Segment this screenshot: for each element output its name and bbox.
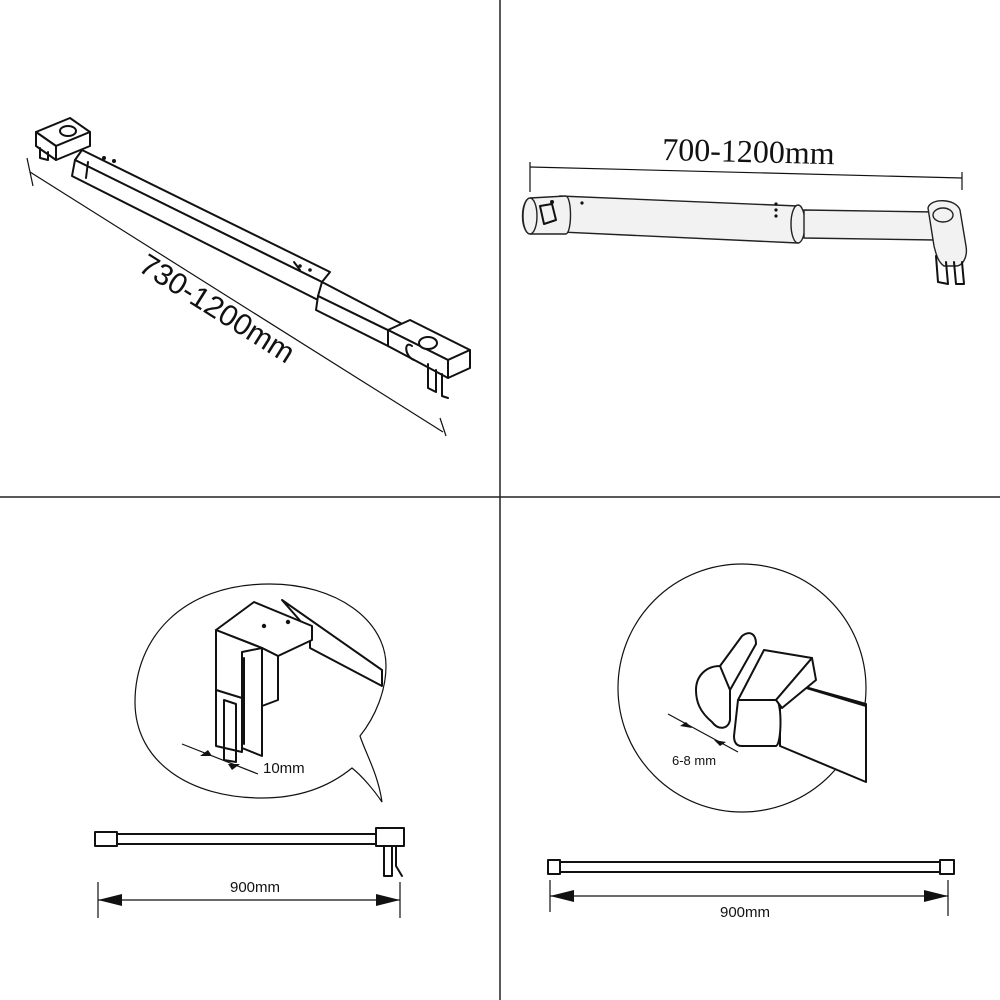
thin-round-tube [803,209,936,241]
gap-arrows-right [667,713,739,753]
detail-clamp-front-right [733,649,817,747]
panel-bottom-left: 10mm 900mm [94,583,405,918]
length-label-bottom-left: 900mm [230,879,280,896]
outer-tube [71,149,331,301]
detail-bubble-right [617,563,867,813]
thick-round-tube [559,195,806,244]
clamp-left-top-right [521,195,572,235]
gap-label-right: 6-8 mm [672,753,716,768]
dimension-line-top-right [529,162,963,192]
panel-top-left: 730-1200mm [26,117,471,437]
bracket-right [387,319,471,399]
bracket-left [35,117,91,161]
dimension-line-top-left [26,157,447,437]
detail-clamp-rear-right [695,632,757,729]
dimension-line-bottom-right [549,880,949,916]
clamp-right-top-right [927,200,968,285]
bar-side-view-right [547,859,955,875]
gap-label-left: 10mm [263,760,305,777]
dimension-label-top-right: 700-1200mm [662,131,835,171]
length-label-bottom-right: 900mm [720,904,770,921]
bar-side-view-left [94,827,405,877]
detail-bubble-left [134,583,387,803]
dimension-line-bottom-left [97,882,401,918]
detail-bracket-left [215,601,313,763]
gap-arrows-left [181,743,259,775]
panel-top-right: 700-1200mm [521,131,968,285]
panel-bottom-right: 6-8 mm 900mm [547,563,955,921]
